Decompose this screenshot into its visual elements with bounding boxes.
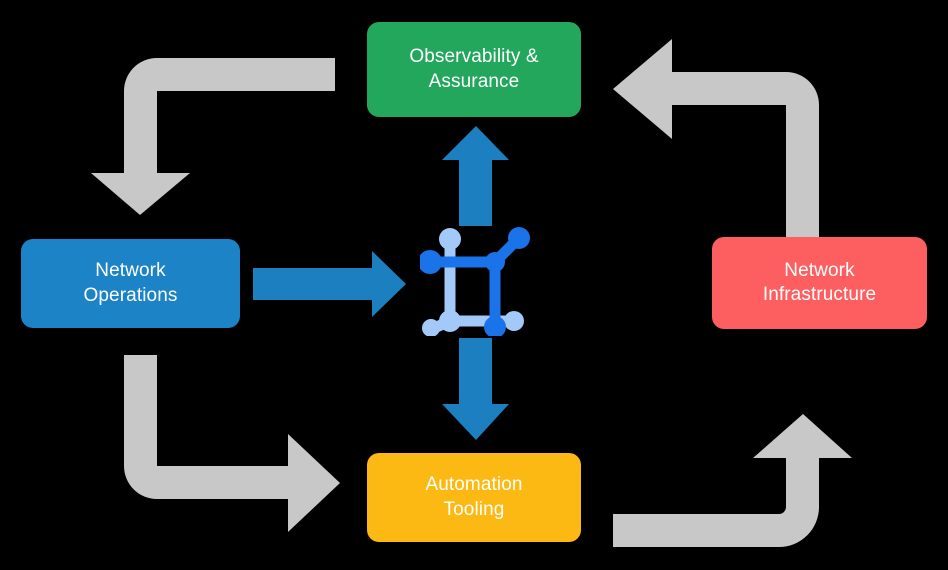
- node-network-infrastructure[interactable]: Network Infrastructure: [712, 237, 927, 329]
- arrow-center-to-automation: [442, 338, 509, 440]
- arrow-automation-to-infrastructure: [613, 414, 852, 547]
- network-topology-icon: [420, 227, 530, 336]
- arrow-operations-to-automation: [124, 355, 340, 532]
- node-network-operations-label: Network Operations: [83, 260, 178, 306]
- node-network-operations[interactable]: Network Operations: [21, 239, 240, 328]
- node-network-infrastructure-label: Network Infrastructure: [762, 259, 877, 305]
- node-observability-assurance[interactable]: Observability & Assurance: [367, 22, 581, 117]
- node-automation-tooling-label: Automation Tooling: [425, 474, 523, 520]
- node-observability-assurance-label: Observability & Assurance: [409, 46, 539, 92]
- arrow-center-to-observability: [442, 126, 509, 226]
- arrow-observability-to-operations: [91, 58, 335, 215]
- node-automation-tooling[interactable]: Automation Tooling: [367, 453, 581, 542]
- arrow-infrastructure-to-observability: [613, 39, 819, 237]
- arrow-operations-to-center: [253, 251, 406, 317]
